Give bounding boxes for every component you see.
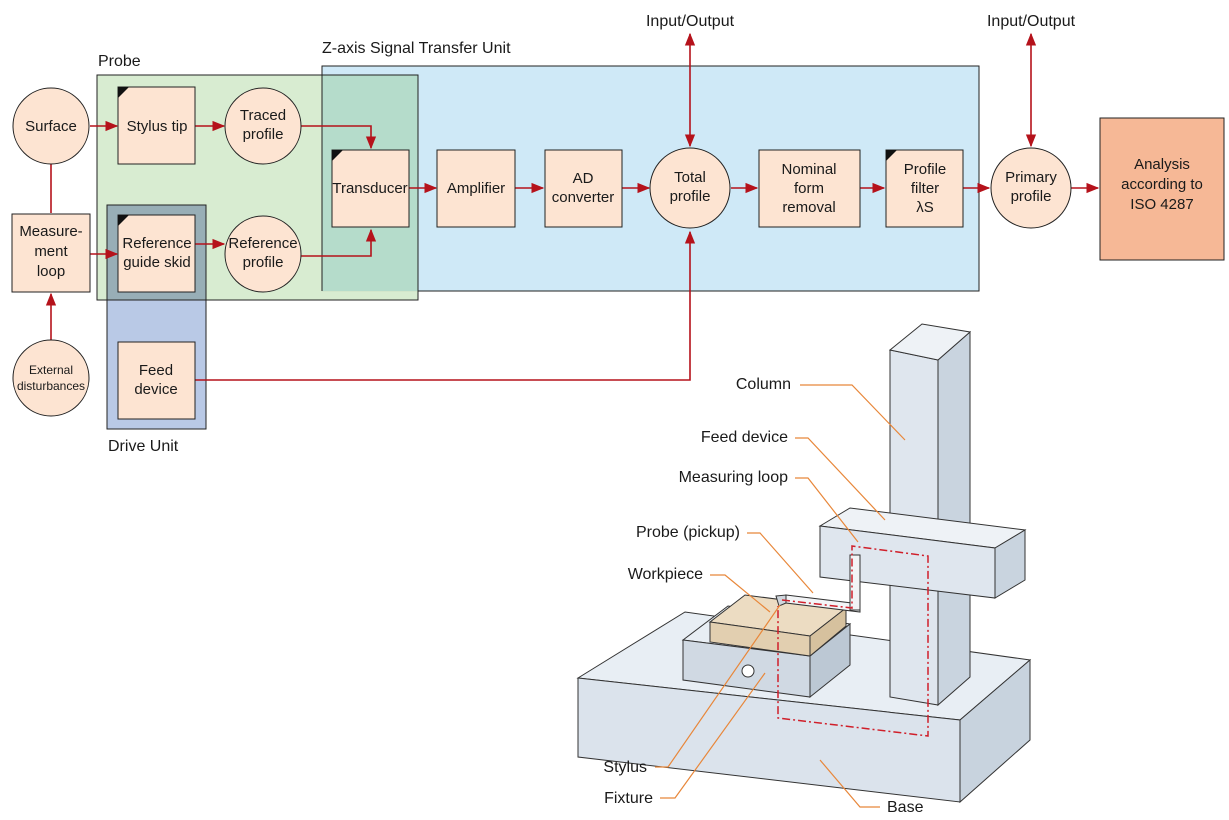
svg-text:disturbances: disturbances <box>17 379 85 393</box>
svg-text:form: form <box>794 180 824 197</box>
column-label: Column <box>736 376 791 393</box>
probe-holder <box>849 554 861 611</box>
fixture-hole <box>741 664 755 678</box>
svg-text:Transducer: Transducer <box>332 180 407 197</box>
svg-text:according to: according to <box>1121 176 1203 193</box>
svg-text:Amplifier: Amplifier <box>447 180 505 197</box>
workpiece-label: Workpiece <box>628 566 703 583</box>
svg-text:Surface: Surface <box>25 118 77 135</box>
workpiece-side <box>809 606 847 658</box>
svg-text:Stylus tip: Stylus tip <box>127 118 188 135</box>
ad-converter-block: AD converter <box>544 149 623 228</box>
nominal-form-removal-block: Nominal form removal <box>758 149 861 228</box>
svg-text:ment: ment <box>34 243 68 260</box>
svg-text:profile: profile <box>243 126 284 143</box>
base-label: Base <box>887 799 924 816</box>
base-side <box>959 658 1031 804</box>
io-left-label: Input/Output <box>646 13 735 30</box>
column-top <box>888 323 972 361</box>
total-profile-node: Total profile <box>649 147 731 229</box>
signal-wires <box>45 32 1100 381</box>
svg-text:guide skid: guide skid <box>123 254 191 271</box>
transducer-block: Transducer <box>331 149 410 228</box>
svg-text:AD: AD <box>573 170 594 187</box>
ztransfer-region-label: Z-axis Signal Transfer Unit <box>322 40 511 57</box>
svg-text:Measure-: Measure- <box>19 223 82 240</box>
feed-device-label: Feed device <box>701 429 788 446</box>
reference-profile-node: Reference profile <box>224 215 302 293</box>
svg-text:λS: λS <box>916 199 934 216</box>
probe-region-label: Probe <box>98 53 141 70</box>
drive-region-label: Drive Unit <box>108 438 179 455</box>
feed-crossbar-side <box>994 529 1026 599</box>
svg-text:Primary: Primary <box>1005 169 1057 186</box>
amplifier-block: Amplifier <box>436 149 516 228</box>
machine-illustration <box>576 323 1032 804</box>
svg-text:loop: loop <box>37 263 65 280</box>
svg-text:Nominal: Nominal <box>781 161 836 178</box>
column-side <box>937 330 971 707</box>
primary-profile-node: Primary profile <box>990 147 1072 229</box>
machine-leaders <box>655 384 906 808</box>
probe-pickup-label: Probe (pickup) <box>636 524 740 541</box>
traced-profile-node: Traced profile <box>224 87 302 165</box>
measuring-loop-label: Measuring loop <box>679 469 789 486</box>
fixture-label: Fixture <box>604 790 653 807</box>
stylus-label: Stylus <box>603 759 647 776</box>
svg-text:External: External <box>29 363 73 377</box>
io-right-label: Input/Output <box>987 13 1076 30</box>
svg-text:Total: Total <box>674 169 706 186</box>
svg-text:Traced: Traced <box>240 107 286 124</box>
stylus-tip-block: Stylus tip <box>117 86 196 165</box>
reference-guide-skid-block: Reference guide skid <box>117 214 196 293</box>
svg-text:profile: profile <box>243 254 284 271</box>
svg-text:Reference: Reference <box>122 235 191 252</box>
ztransfer-region <box>321 65 980 292</box>
svg-text:Feed: Feed <box>139 362 173 379</box>
measuring-loop-path <box>777 545 929 737</box>
svg-text:profile: profile <box>670 188 711 205</box>
svg-text:Analysis: Analysis <box>1134 156 1190 173</box>
external-disturbances-node: External disturbances <box>12 339 90 417</box>
profile-filter-block: Profile filter λS <box>885 149 964 228</box>
surface-node: Surface <box>12 87 90 165</box>
analysis-block: Analysis according to ISO 4287 <box>1099 117 1225 261</box>
svg-text:removal: removal <box>782 199 835 216</box>
feed-device-block: Feed device <box>117 341 196 420</box>
stylus-tip-shape <box>775 594 787 607</box>
svg-text:Profile: Profile <box>904 161 947 178</box>
fixture-side <box>809 622 851 699</box>
svg-text:filter: filter <box>911 180 939 197</box>
svg-text:profile: profile <box>1011 188 1052 205</box>
svg-text:ISO 4287: ISO 4287 <box>1130 196 1193 213</box>
svg-text:Reference: Reference <box>228 235 297 252</box>
measurement-loop-block: Measure- ment loop <box>11 213 91 293</box>
svg-text:converter: converter <box>552 189 615 206</box>
svg-text:device: device <box>134 381 177 398</box>
